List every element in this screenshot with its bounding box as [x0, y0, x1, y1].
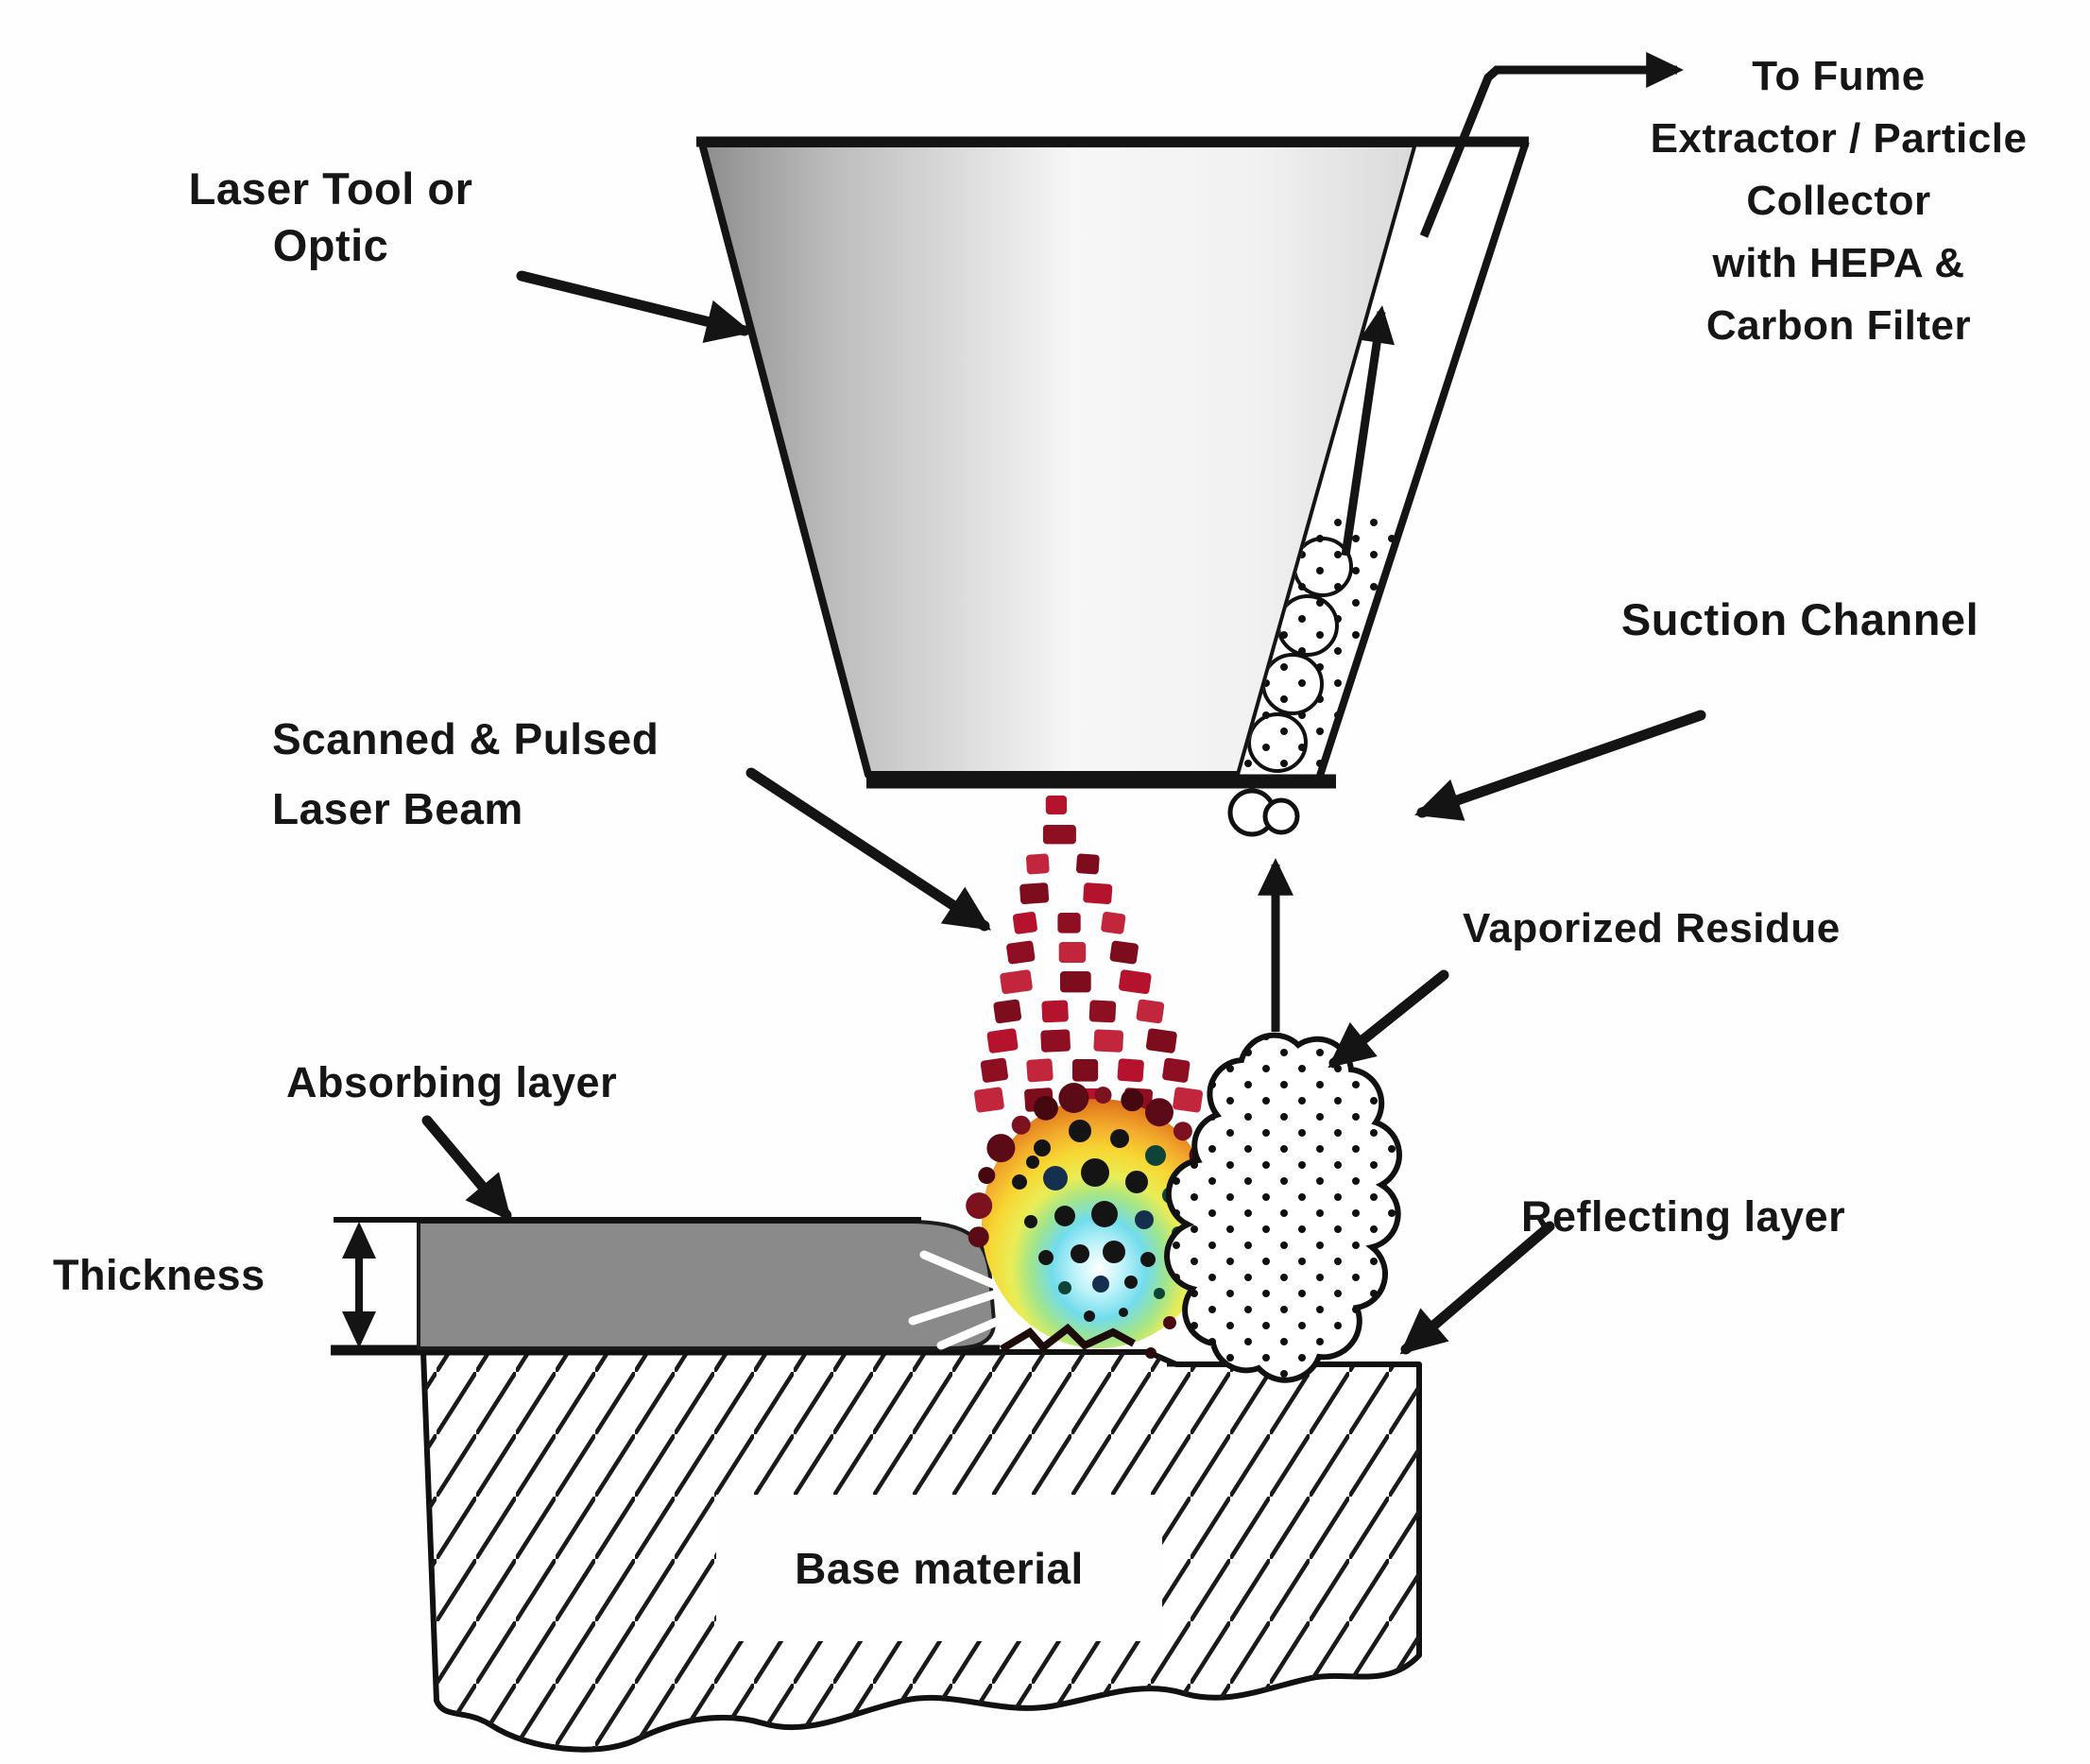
label-base-material: Base material: [716, 1495, 1162, 1641]
label-reflecting-layer: Reflecting layer: [1521, 1192, 1846, 1241]
label-thickness: Thickness: [53, 1251, 266, 1299]
absorbing-layer-arrow: [421, 1115, 512, 1222]
laser-tool-arrow: [516, 270, 753, 343]
label-fume-line4: with HEPA &: [1712, 240, 1965, 286]
label-fume-line1: To Fume: [1752, 53, 1926, 99]
label-laser-tool-line1: Laser Tool or: [188, 163, 473, 214]
laser-tool-nozzle: [696, 136, 1530, 837]
label-laser-tool: Laser Tool or Optic: [123, 161, 539, 274]
label-laser-beam-line2: Laser Beam: [272, 784, 523, 833]
label-vaporized-residue: Vaporized Residue: [1463, 905, 1841, 951]
channel-residue-cloud: [1247, 537, 1353, 773]
vaporized-residue-cloud: [1167, 1036, 1399, 1380]
vaporized-residue-arrow: [1328, 969, 1449, 1069]
label-fume-line5: Carbon Filter: [1705, 302, 1972, 349]
label-laser-tool-line2: Optic: [272, 220, 389, 270]
thickness-dimension-arrow: [342, 1222, 376, 1348]
label-fume-line2: Extractor / Particle: [1650, 115, 2028, 162]
reflecting-layer-arrow: [1399, 1221, 1555, 1355]
label-suction-channel: Suction Channel: [1620, 594, 1979, 644]
plasma-ball: [966, 1083, 1225, 1348]
to-fume-extractor-arrow: [1419, 52, 1684, 238]
label-absorbing-layer: Absorbing layer: [286, 1058, 618, 1106]
label-base-material-text: Base material: [795, 1543, 1084, 1593]
label-laser-beam-line1: Scanned & Pulsed: [272, 714, 660, 763]
suction-channel-arrow: [1414, 710, 1706, 821]
label-fume-line3: Collector: [1746, 178, 1931, 224]
laser-beam: [973, 796, 1204, 1113]
laser-beam-arrow: [745, 767, 992, 932]
channel-flow-up-arrow: [1341, 305, 1395, 557]
label-laser-beam: Scanned & Pulsed Laser Beam: [272, 704, 726, 844]
channel-exit-curl: [1227, 788, 1300, 837]
absorbing-layer: [334, 1217, 997, 1350]
label-fume-extractor: To Fume Extractor / Particle Collector w…: [1616, 45, 2062, 357]
label-arrows: [421, 270, 1706, 1355]
surface-scratches: [908, 1250, 1012, 1350]
